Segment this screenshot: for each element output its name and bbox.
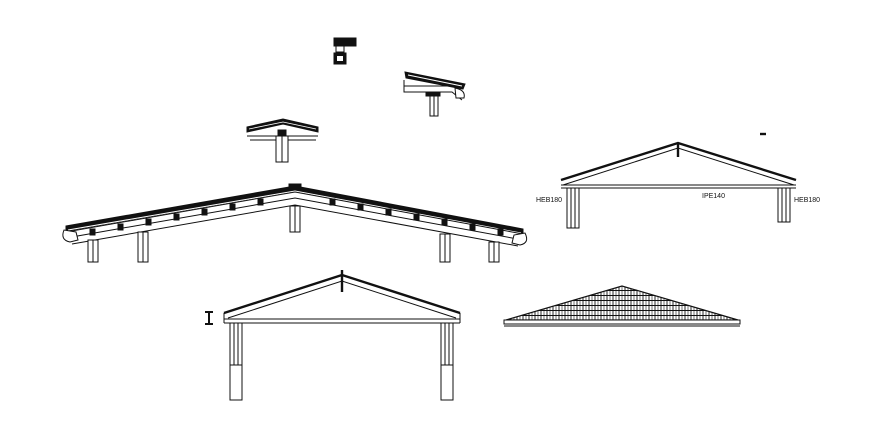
right-column-profile-label: HEB180 bbox=[794, 197, 820, 204]
eave-gutter-detail bbox=[403, 71, 466, 117]
ridge-beam-profile-label: IPE140 bbox=[702, 193, 725, 200]
tiled-roof-elevation bbox=[503, 285, 741, 327]
ridge-post-detail bbox=[246, 118, 319, 163]
left-column-profile-label: HEB180 bbox=[536, 197, 562, 204]
roof-section-with-tiles bbox=[62, 183, 528, 263]
ridge-cap-detail bbox=[333, 37, 357, 65]
portal-frame-elevation: HEB180 IPE140 HEB180 bbox=[536, 132, 820, 229]
portal-frame-section bbox=[205, 270, 461, 401]
